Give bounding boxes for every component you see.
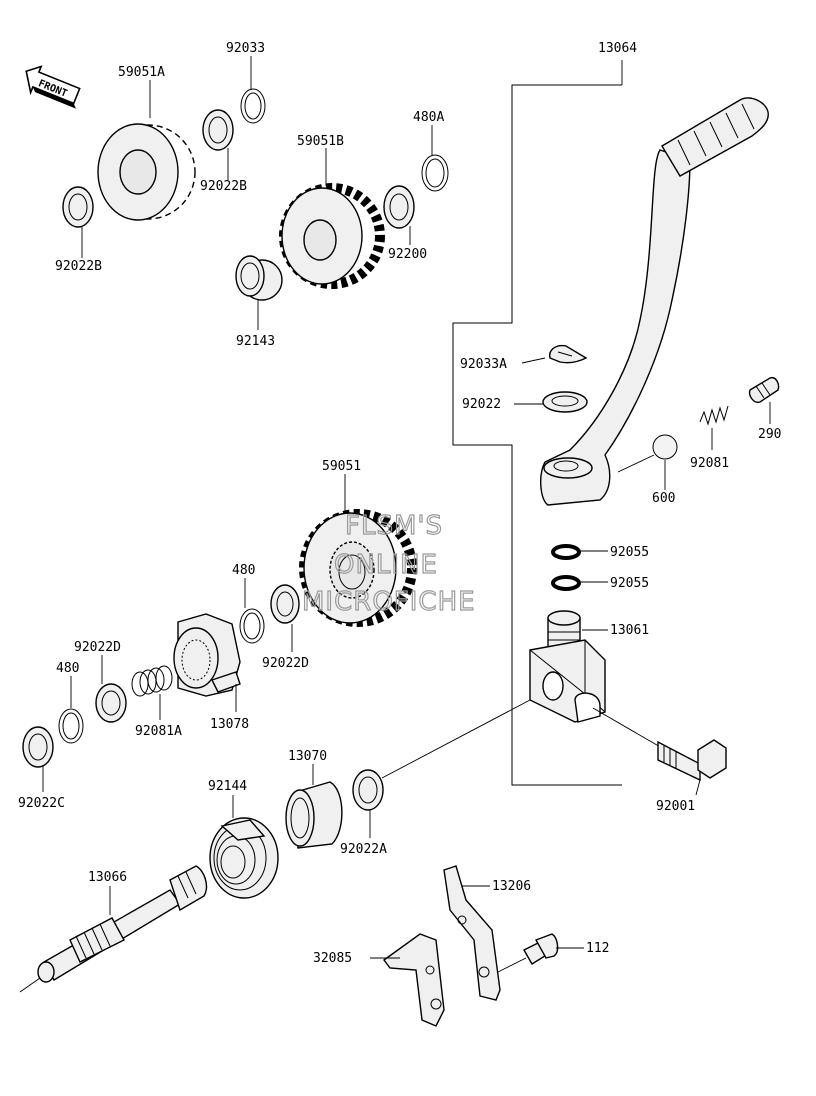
label-92022: 92022 bbox=[462, 397, 501, 412]
label-92144: 92144 bbox=[208, 779, 247, 794]
circlip-480A bbox=[421, 154, 449, 192]
plate-13206 bbox=[443, 865, 501, 1001]
svg-text:MICROFICHE: MICROFICHE bbox=[302, 587, 476, 617]
circlip-480-upper bbox=[239, 608, 265, 644]
label-13078: 13078 bbox=[210, 717, 249, 732]
collar-13070 bbox=[285, 781, 343, 849]
label-92200: 92200 bbox=[388, 247, 427, 262]
label-92022D-left: 92022D bbox=[74, 640, 121, 655]
torsion-spring-92144 bbox=[209, 817, 279, 899]
front-arrow-icon: FRONT bbox=[25, 65, 81, 109]
label-480-lower: 480 bbox=[56, 661, 79, 676]
group-boundary-13064 bbox=[452, 84, 622, 786]
label-480A: 480A bbox=[413, 110, 444, 125]
kick-pedal-13064 bbox=[540, 97, 769, 506]
pivot-block-13061 bbox=[529, 610, 606, 723]
label-13066: 13066 bbox=[88, 870, 127, 885]
bushing-92143 bbox=[235, 255, 283, 301]
label-92033: 92033 bbox=[226, 41, 265, 56]
label-92001: 92001 bbox=[656, 799, 695, 814]
oring-92055-lower bbox=[551, 575, 581, 591]
svg-text:FLSM'S: FLSM'S bbox=[345, 511, 443, 541]
watermark: FLSM'S ONLINE MICROFICHE bbox=[301, 510, 476, 617]
washer-92200 bbox=[383, 185, 415, 229]
ball-600 bbox=[652, 434, 678, 460]
label-92081: 92081 bbox=[690, 456, 729, 471]
bolt-112 bbox=[497, 933, 559, 973]
spring-92081A bbox=[131, 665, 173, 697]
spring-92081 bbox=[699, 405, 729, 426]
label-92055-lower: 92055 bbox=[610, 576, 649, 591]
washer-92022D-right bbox=[270, 584, 300, 624]
gear-59051 bbox=[299, 509, 417, 627]
label-59051B: 59051B bbox=[297, 134, 344, 149]
label-13070: 13070 bbox=[288, 749, 327, 764]
washer-92022B-upper bbox=[202, 109, 234, 151]
plug-290 bbox=[748, 377, 780, 403]
washer-92022D-left bbox=[95, 683, 127, 723]
label-92081A: 92081A bbox=[135, 724, 182, 739]
washer-92022A bbox=[352, 769, 384, 811]
label-13061: 13061 bbox=[610, 623, 649, 638]
label-92055-upper: 92055 bbox=[610, 545, 649, 560]
label-32085: 32085 bbox=[313, 951, 352, 966]
label-92022B-lower: 92022B bbox=[55, 259, 102, 274]
eclip-92033A bbox=[549, 344, 588, 364]
plate-32085 bbox=[383, 933, 445, 1027]
label-92022C: 92022C bbox=[18, 796, 65, 811]
label-290: 290 bbox=[758, 427, 781, 442]
gear-59051A bbox=[97, 123, 196, 221]
label-59051: 59051 bbox=[322, 459, 361, 474]
label-480-upper: 480 bbox=[232, 563, 255, 578]
circlip-480-lower bbox=[58, 708, 84, 744]
washer-92022C bbox=[22, 726, 54, 768]
svg-text:ONLINE: ONLINE bbox=[334, 550, 438, 580]
label-92143: 92143 bbox=[236, 334, 275, 349]
label-13206: 13206 bbox=[492, 879, 531, 894]
label-92022B-upper: 92022B bbox=[200, 179, 247, 194]
oring-92055-upper bbox=[551, 544, 581, 560]
label-92022A: 92022A bbox=[340, 842, 387, 857]
ratchet-13078 bbox=[173, 613, 241, 697]
washer-92022 bbox=[542, 391, 588, 413]
kick-shaft-13066 bbox=[19, 865, 208, 993]
circlip-92033 bbox=[240, 88, 266, 124]
label-13064: 13064 bbox=[598, 41, 637, 56]
label-112: 112 bbox=[586, 941, 609, 956]
label-92022D-right: 92022D bbox=[262, 656, 309, 671]
gear-59051B bbox=[279, 183, 385, 289]
label-59051A: 59051A bbox=[118, 65, 165, 80]
washer-92022B-lower bbox=[62, 186, 94, 228]
bolt-92001 bbox=[592, 707, 727, 782]
label-92033A: 92033A bbox=[460, 357, 507, 372]
label-600: 600 bbox=[652, 491, 675, 506]
